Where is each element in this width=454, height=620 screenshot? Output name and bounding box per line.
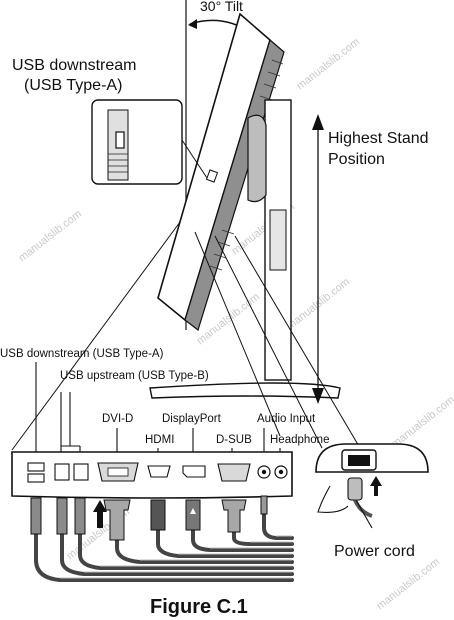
zoom-lines: [11, 221, 361, 451]
stand-base: [149, 382, 341, 399]
power-cord-leader: [355, 499, 373, 529]
stand-hinge: [247, 114, 267, 203]
hdmi-plug: [150, 499, 166, 531]
port-labels: USB downstream (USB Type-A) USB upstream…: [0, 348, 329, 460]
cable-lines: [34, 510, 294, 582]
insert-arrow-left: [93, 500, 107, 528]
usb-callout-line1: USB downstream: [12, 57, 137, 74]
height-arrow-top: [312, 114, 324, 130]
label-d-sub: D-SUB: [216, 434, 252, 446]
usb-callout-port: [115, 131, 125, 149]
hdmi-port: [147, 465, 171, 478]
cables: [30, 495, 294, 582]
power-cord-label: Power cord: [334, 543, 415, 560]
power-insert-arrow: [370, 476, 382, 496]
watermark-1: manualslib.com: [294, 36, 362, 93]
label-hdmi: HDMI: [145, 434, 174, 446]
rear-port-panel: [11, 451, 293, 499]
figure-caption: Figure C.1: [150, 596, 248, 618]
monitor-stand: Highest Stand Position: [149, 99, 429, 404]
label-audio-input: Audio Input: [257, 413, 316, 425]
panel-back: [184, 38, 285, 332]
headphone-jack-hole: [278, 469, 284, 475]
watermark-2: manualslib.com: [16, 208, 84, 265]
usb-callout-line2: (USB Type-A): [24, 77, 122, 94]
label-displayport: DisplayPort: [162, 413, 222, 425]
watermark-8: manualslib.com: [374, 556, 442, 613]
label-usb-downstream: USB downstream (USB Type-A): [0, 348, 164, 360]
cable-highlights: [60, 535, 292, 579]
watermark-6: manualslib.com: [389, 394, 454, 451]
dvi-d-plug: [103, 499, 131, 541]
stand-slider: [269, 209, 287, 271]
side-usb-port: [205, 169, 219, 183]
audio-input-jack-hole: [261, 469, 267, 475]
power-cord-lead: [317, 485, 349, 513]
power-callout: Power cord: [315, 443, 429, 560]
usb-callout-vents: [108, 153, 128, 173]
panel-vents: [209, 59, 284, 271]
usb-callout-leader: [181, 139, 208, 179]
d-sub-plug: [221, 499, 247, 533]
displayport-plug: [185, 499, 201, 531]
stand-position-label-line1: Highest Stand: [328, 130, 429, 147]
usb-b-plug-1: [56, 497, 68, 535]
displayport-port: [182, 465, 206, 478]
tilt-arrowhead-left: [188, 19, 197, 29]
usb-a-port-2: [27, 473, 45, 483]
usb-b-plug-2: [74, 497, 86, 535]
usb-downstream-callout: USB downstream (USB Type-A): [12, 57, 208, 185]
label-usb-upstream: USB upstream (USB Type-B): [60, 370, 209, 382]
monitor-panel: [157, 12, 285, 332]
tilt-label: 30° Tilt: [200, 0, 243, 14]
label-headphone: Headphone: [270, 434, 329, 446]
usb-callout-box: [91, 99, 183, 185]
label-dvi-d: DVI-D: [102, 413, 133, 425]
d-sub-port: [217, 463, 251, 482]
power-inlet-socket: [348, 455, 370, 466]
stand-position-label-line2: Position: [328, 151, 385, 168]
usb-a-plug: [30, 497, 42, 535]
power-plug: [347, 477, 363, 501]
usb-b-port-2: [73, 463, 89, 481]
usb-b-port-1: [54, 463, 70, 481]
usb-a-port-1: [27, 462, 45, 472]
displayport-plug-marker: [190, 508, 196, 514]
dvi-d-pins: [107, 467, 129, 477]
audio-plug: [260, 495, 268, 515]
height-arrow-bottom: [312, 388, 324, 404]
